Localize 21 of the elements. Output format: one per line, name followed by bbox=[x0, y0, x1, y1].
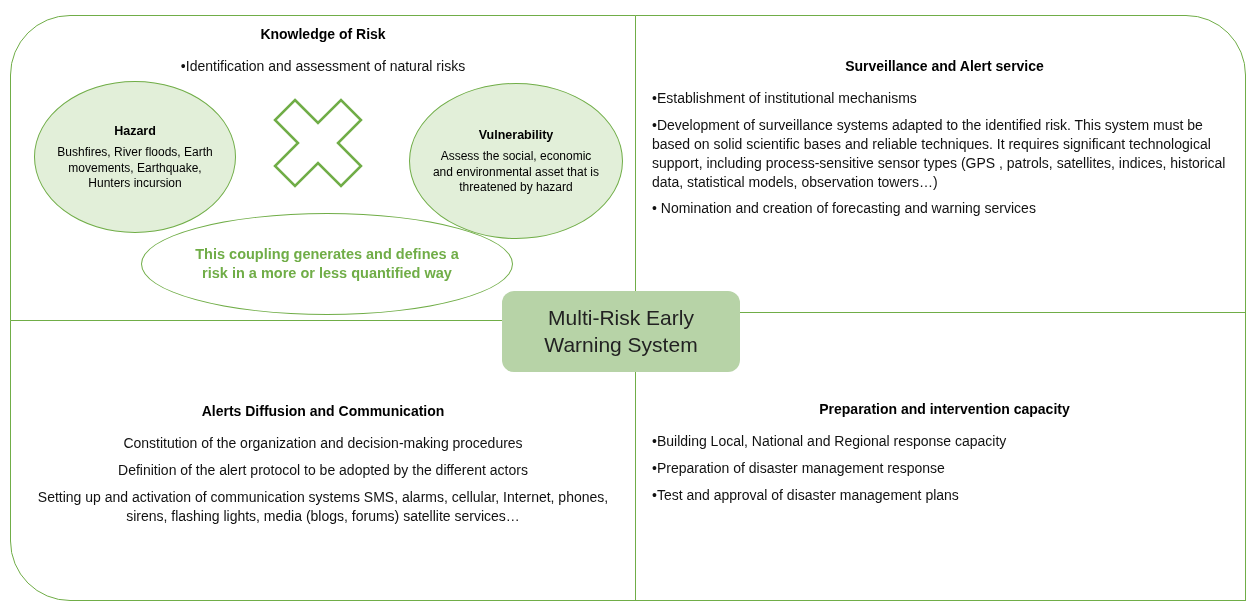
bullet-text: Constitution of the organization and decision-making procedures bbox=[122, 434, 524, 453]
bullet-text: •Identification and assessment of natural risks bbox=[179, 57, 467, 76]
ellipse-heading: Hazard bbox=[114, 123, 156, 141]
bullet-text: Setting up and activation of communication systems SMS, alarms, cellular, Internet, phones, sirens, flashing lights, media (blogs, forums) satellite services… bbox=[36, 487, 610, 526]
bullet-text: Definition of the alert protocol to be adopted by the different actors bbox=[117, 460, 529, 480]
panel-heading: Knowledge of Risk bbox=[259, 25, 387, 44]
ellipse-text: Bushfires, River floods, Earth movements, Earthquake, Hunters incursion bbox=[56, 145, 214, 192]
bullet-text: •Preparation of disaster management response bbox=[652, 458, 946, 478]
bullet-text: • Nomination and creation of forecasting and warning services bbox=[652, 199, 1037, 219]
bullet-text: •Development of surveillance systems adapted to the identified risk. This system must be based on solid scientific bases and reliable techniques. It requires significant technological support, including process-sensitive sensor types (GPS , patrols, satellites, indices, historical data, statistical models, observation towers…) bbox=[652, 115, 1227, 192]
panel-heading: Alerts Diffusion and Communication bbox=[200, 402, 446, 421]
result-text: This coupling generates and defines a risk in a more or less quantified way bbox=[194, 245, 460, 283]
ellipse-heading: Vulnerability bbox=[478, 127, 554, 145]
ellipse-text: Assess the social, economic and environmental asset that is threatened by hazard bbox=[431, 149, 601, 196]
bullet-text: •Establishment of institutional mechanisms bbox=[652, 89, 918, 108]
bullet-text: •Building Local, National and Regional response capacity bbox=[652, 432, 1008, 451]
panel-heading: Surveillance and Alert service bbox=[844, 57, 1045, 76]
center-box bbox=[502, 291, 740, 372]
panel-heading: Preparation and intervention capacity bbox=[818, 400, 1071, 419]
bullet-text: •Test and approval of disaster management plans bbox=[652, 485, 960, 505]
center-title: Multi-Risk Early Warning System bbox=[543, 305, 699, 358]
